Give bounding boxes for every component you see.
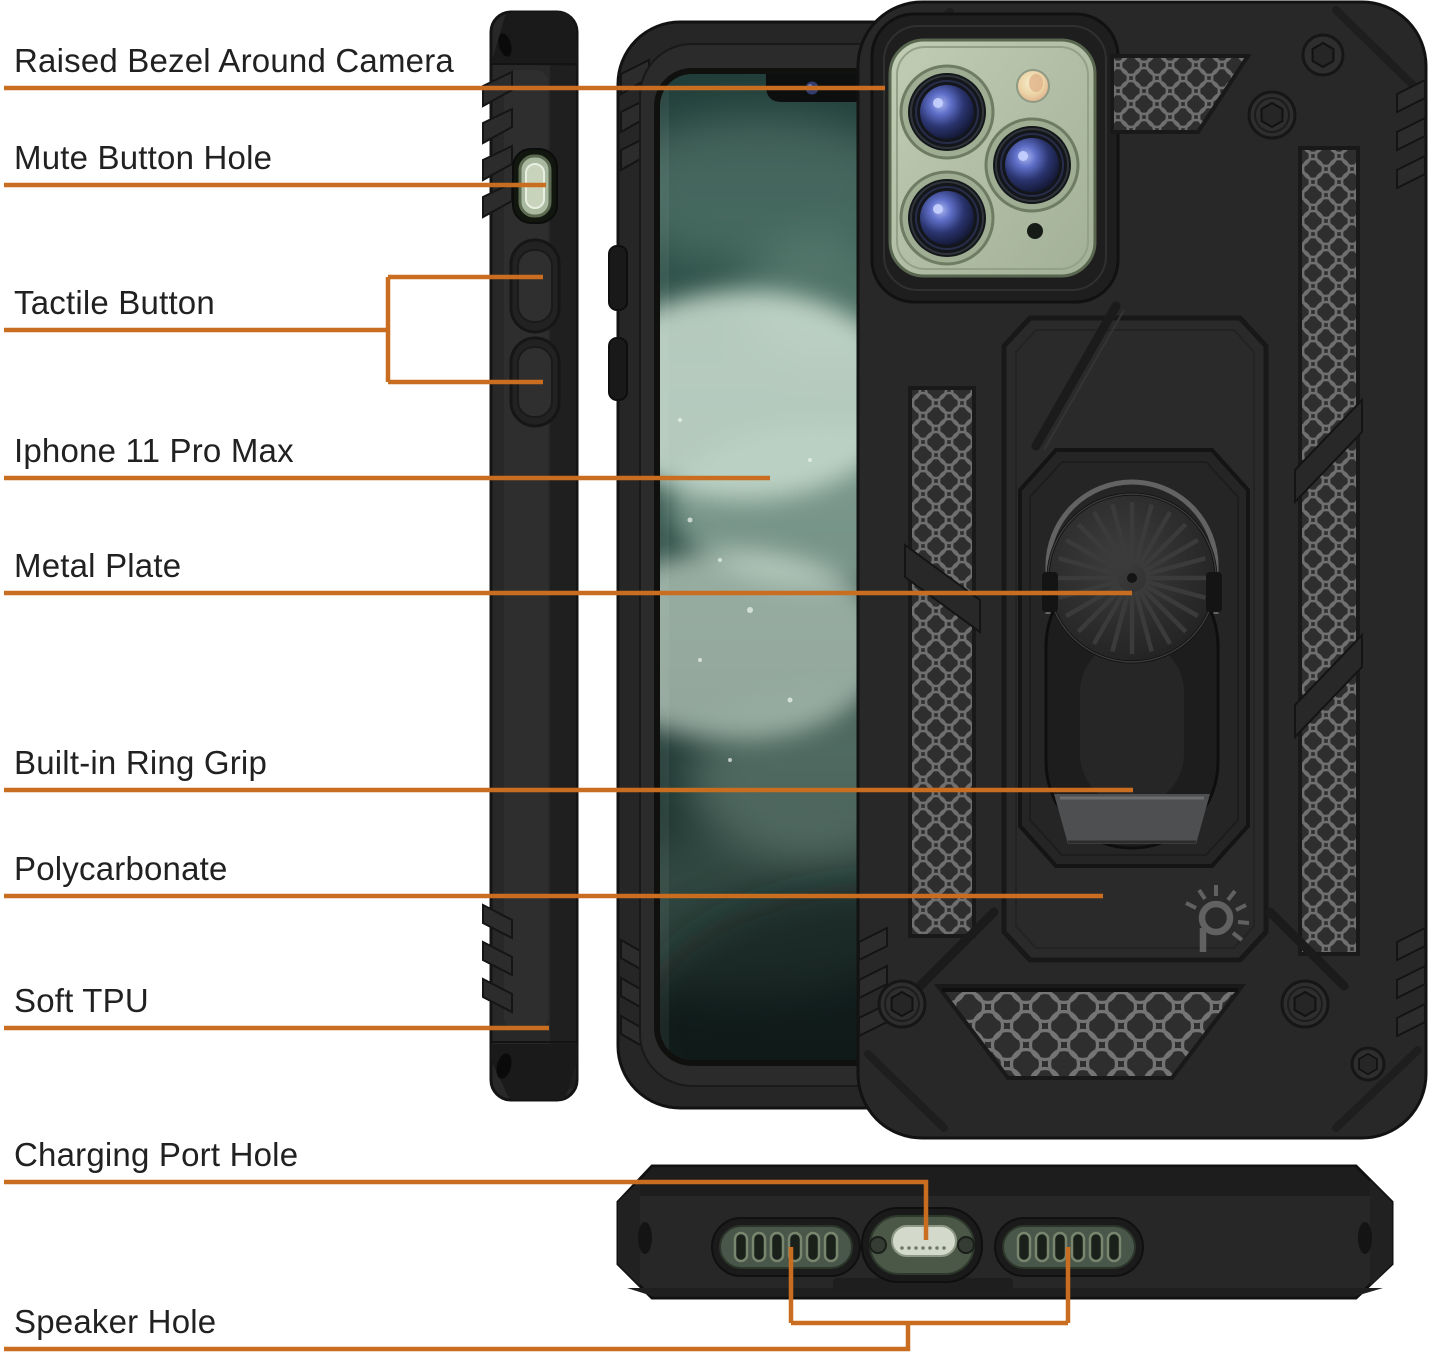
camera-mic-dot bbox=[1027, 223, 1043, 239]
leader-charging-port bbox=[4, 1179, 929, 1240]
case-side-view bbox=[482, 10, 579, 1102]
speaker-hole-right bbox=[994, 1217, 1144, 1277]
honeycomb-panel-top bbox=[1110, 54, 1252, 134]
tactile-buttons bbox=[509, 238, 561, 428]
charging-port-hole bbox=[861, 1207, 983, 1283]
leader-tactile-button bbox=[4, 274, 543, 385]
speaker-hole-left bbox=[711, 1217, 861, 1277]
punkcase-sun-logo bbox=[1185, 885, 1250, 952]
side-bumper-ridges-bottom bbox=[482, 903, 513, 1014]
case-bottom-view bbox=[616, 1164, 1394, 1300]
label-metal-plate: Metal Plate bbox=[14, 547, 182, 584]
leader-lines bbox=[4, 85, 1133, 1352]
metal-plate-disc bbox=[1039, 485, 1225, 671]
label-mute-button-hole: Mute Button Hole bbox=[14, 139, 273, 176]
camera-lens bbox=[899, 64, 995, 160]
camera-bezel bbox=[870, 12, 1120, 304]
label-iphone-11-pro-max: Iphone 11 Pro Max bbox=[14, 432, 294, 469]
label-speaker-hole: Speaker Hole bbox=[14, 1303, 217, 1340]
honeycomb-panel-bottom bbox=[933, 984, 1247, 1080]
label-polycarbonate: Polycarbonate bbox=[14, 850, 228, 887]
leader-speaker bbox=[4, 1247, 1071, 1352]
honeycomb-panel-left bbox=[908, 386, 976, 938]
case-back-view bbox=[856, 0, 1428, 1140]
camera-lens bbox=[984, 117, 1080, 213]
ring-kickstand-assembly bbox=[1018, 448, 1250, 868]
label-tactile-button: Tactile Button bbox=[14, 284, 215, 321]
label-raised-bezel-around-camera: Raised Bezel Around Camera bbox=[14, 42, 454, 79]
label-soft-tpu: Soft TPU bbox=[14, 982, 149, 1019]
label-charging-port-hole: Charging Port Hole bbox=[14, 1136, 299, 1173]
camera-lens bbox=[899, 170, 995, 266]
honeycomb-panel-right bbox=[1298, 146, 1360, 956]
label-built-in-ring-grip: Built-in Ring Grip bbox=[14, 744, 268, 781]
front-side-button-nubs bbox=[608, 245, 628, 401]
hex-screw-accents bbox=[877, 33, 1386, 1082]
kickstand-tab-edge bbox=[833, 1278, 1013, 1292]
